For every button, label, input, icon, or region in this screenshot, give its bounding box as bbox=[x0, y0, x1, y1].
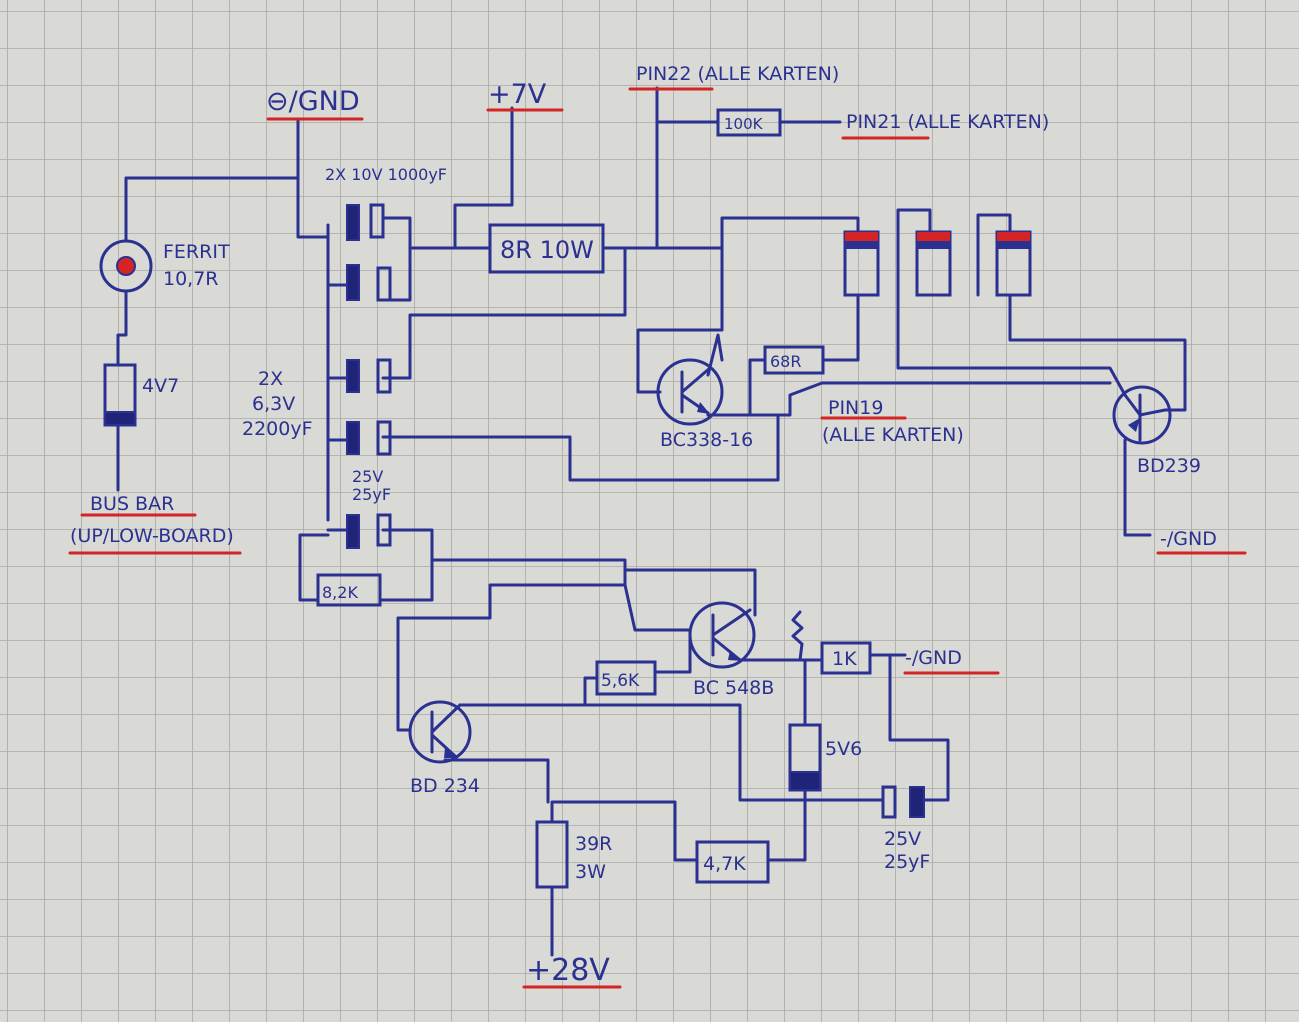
resistor-1k bbox=[820, 641, 872, 675]
pin21-label: PIN21 (ALLE KARTEN) bbox=[846, 111, 1049, 133]
ferrit-value: 10,7R bbox=[163, 268, 219, 290]
resistor-8-2k bbox=[316, 573, 382, 607]
ferrit-label: FERRIT bbox=[163, 241, 230, 263]
ferrite-bead bbox=[99, 239, 153, 293]
transistor-bd234 bbox=[408, 700, 472, 764]
r1k-label: 1K bbox=[832, 648, 857, 670]
caps-mid-count: 2X bbox=[258, 368, 283, 390]
r100k-label: 100K bbox=[724, 115, 764, 133]
capacitor-25v bbox=[881, 785, 925, 819]
r56k-label: 5,6K bbox=[601, 671, 640, 691]
r47k-label: 4,7K bbox=[703, 853, 746, 875]
caps-mid-voltage: 6,3V bbox=[252, 393, 295, 415]
caps-top-label: 2X 10V 1000yF bbox=[325, 165, 447, 184]
resistor-8r bbox=[488, 223, 605, 274]
gnd-right-label: -/GND bbox=[1160, 528, 1217, 550]
r8r-label: 8R 10W bbox=[500, 236, 594, 264]
underlines bbox=[68, 87, 1247, 989]
wires bbox=[116, 86, 1187, 957]
z4v7-label: 4V7 bbox=[142, 375, 179, 397]
resistor-68r bbox=[763, 345, 825, 375]
r82k-label: 8,2K bbox=[322, 583, 358, 602]
bd234-label: BD 234 bbox=[410, 775, 480, 797]
plus-7v-label: +7V bbox=[488, 79, 547, 110]
caps-mid-value: 2200yF bbox=[242, 418, 313, 440]
gnd-top-label: ⊖/GND bbox=[266, 86, 360, 117]
pin19-label: PIN19 bbox=[828, 397, 883, 419]
pin22-label: PIN22 (ALLE KARTEN) bbox=[636, 63, 839, 85]
cap25-voltage: 25V bbox=[352, 467, 383, 486]
resistor-100k bbox=[716, 108, 782, 137]
gnd-mid-label: -/GND bbox=[905, 647, 962, 669]
led-array bbox=[843, 230, 1032, 297]
resistor-5-6k bbox=[595, 660, 657, 696]
zener-5v6 bbox=[788, 723, 822, 792]
busbar-sub-label: (UP/LOW-BOARD) bbox=[70, 525, 234, 547]
bc338-label: BC338-16 bbox=[660, 429, 753, 451]
resistor-4-7k bbox=[695, 840, 770, 884]
r68r-label: 68R bbox=[770, 352, 801, 371]
transistor-bc548b bbox=[688, 601, 756, 669]
cap25b-value: 25yF bbox=[884, 851, 930, 873]
r39r-label: 39R bbox=[575, 833, 612, 855]
z5v6-label: 5V6 bbox=[825, 738, 862, 760]
cap25-value: 25yF bbox=[352, 485, 391, 504]
busbar-label: BUS BAR bbox=[90, 493, 174, 515]
pin19-sub-label: (ALLE KARTEN) bbox=[822, 424, 964, 446]
cap25b-voltage: 25V bbox=[884, 828, 921, 850]
plus-28v-label: +28V bbox=[526, 953, 610, 988]
r39r-power: 3W bbox=[575, 861, 606, 883]
transistor-bd239 bbox=[1112, 385, 1172, 445]
capacitor-bank bbox=[346, 203, 392, 549]
zener-4v7 bbox=[103, 363, 137, 427]
bd239-label: BD239 bbox=[1137, 455, 1201, 477]
resistor-39r bbox=[535, 820, 569, 889]
bc548b-label: BC 548B bbox=[693, 677, 774, 699]
transistor-bc338 bbox=[656, 358, 724, 426]
